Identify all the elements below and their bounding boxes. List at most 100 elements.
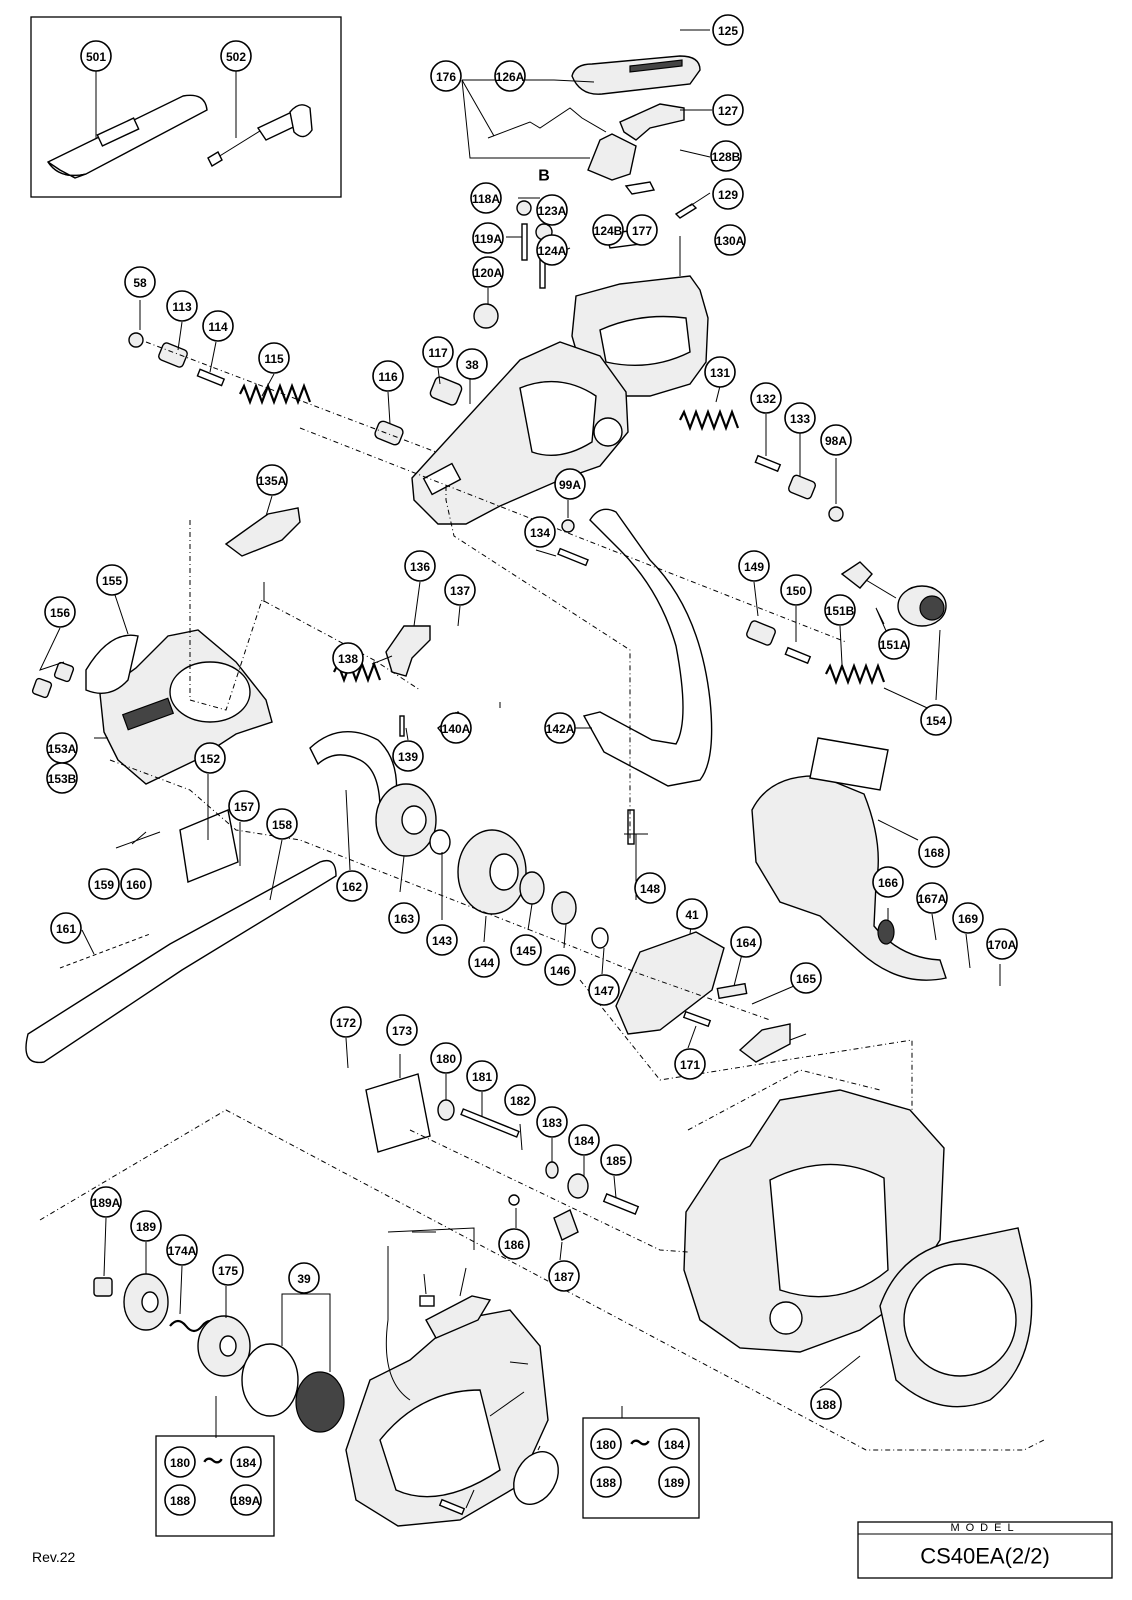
svg-text:150: 150 [786,584,806,598]
callout-161: 161 [50,912,82,944]
svg-text:165: 165 [796,972,816,986]
svg-text:131: 131 [710,366,730,380]
svg-text:137: 137 [450,584,470,598]
svg-text:98A: 98A [825,434,847,448]
callout-39: 39 [288,1262,320,1294]
guide-bar-156 [25,859,337,1064]
callout-134: 134 [524,516,556,548]
svg-text:140A: 140A [442,722,471,736]
screw-171 [508,1194,520,1206]
callout-177: 177 [626,214,658,246]
pin-167A [460,1108,520,1138]
callout-189a: 189A [90,1186,122,1218]
chain-brake-cover-148 [751,775,947,981]
kit-1-extra-189a: 189A [230,1484,262,1516]
svg-text:119A: 119A [474,232,502,246]
callout-132: 132 [750,382,782,414]
callout-133: 133 [784,402,816,434]
crankcase [683,1089,945,1353]
callout-180: 180 [430,1042,462,1074]
svg-text:145: 145 [516,944,536,958]
callout-147: 147 [588,974,620,1006]
svg-text:169: 169 [958,912,978,926]
callout-152: 152 [194,742,226,774]
guide-bar-cover-501 [46,94,208,179]
pulley-181 [123,1273,169,1331]
clutch-160 [457,829,527,915]
washer-163 [591,927,609,949]
svg-text:184: 184 [664,1438,684,1452]
kit-2-range-symbol: 〜 [630,1433,650,1455]
svg-text:120A: 120A [474,266,503,280]
callout-184: 184 [568,1124,600,1156]
callout-136: 136 [404,550,436,582]
nut-58-left [128,332,144,348]
svg-text:139: 139 [398,750,418,764]
spring-146 [877,919,895,945]
svg-text:173: 173 [392,1024,412,1038]
callout-165: 165 [790,962,822,994]
callout-146: 146 [544,954,576,986]
callout-160: 160 [120,868,152,900]
svg-text:156: 156 [50,606,70,620]
callout-174a: 174A [166,1234,198,1266]
throttle-lockout-127 [619,103,685,141]
svg-text:171: 171 [680,1058,700,1072]
callout-117: 117 [422,336,454,368]
callout-38: 38 [456,348,488,380]
svg-text:168: 168 [924,846,944,860]
model-heading: MODEL [950,1522,1019,1534]
callout-173: 173 [386,1014,418,1046]
handle-cover-126A [571,55,701,95]
svg-text:189: 189 [664,1476,684,1490]
kit-box-left [155,1435,275,1537]
kit-2-extra-189: 189 [658,1466,690,1498]
model-box: MODEL CS40EA(2/2) [857,1521,1113,1579]
callout-124a: 124A [536,234,568,266]
svg-text:133: 133 [790,412,810,426]
callout-163: 163 [388,902,420,934]
svg-text:152: 152 [200,752,220,766]
callout-123a: 123A [536,194,568,226]
svg-text:172: 172 [336,1016,356,1030]
callout-170a: 170A [986,928,1018,960]
svg-text:182: 182 [510,1094,530,1108]
callout-140a: 140A [440,712,472,744]
svg-text:189A: 189A [232,1494,261,1508]
svg-text:129: 129 [718,188,738,202]
svg-text:170A: 170A [988,938,1017,952]
screw-39 [438,1498,466,1516]
callout-145: 145 [510,934,542,966]
svg-text:41: 41 [685,908,699,922]
kit-1-range-to: 184 [230,1446,262,1478]
svg-text:158: 158 [272,818,292,832]
guide-plate-165 [365,1073,431,1153]
callout-114: 114 [202,310,234,342]
callout-118a: 118A [470,182,502,214]
svg-text:135A: 135A [258,474,287,488]
svg-text:177: 177 [632,224,652,238]
throttle-trigger-rod-176 [487,107,637,181]
svg-text:181: 181 [472,1070,492,1084]
callout-127: 127 [712,94,744,126]
svg-text:39: 39 [297,1272,311,1286]
screw-164 [682,1010,712,1028]
svg-text:115: 115 [264,352,284,366]
clip-172 [553,1209,579,1241]
svg-text:151A: 151A [880,638,909,652]
bolt-170A [602,1193,640,1215]
svg-text:184: 184 [236,1456,256,1470]
kit-2-extra-188: 188 [590,1466,622,1498]
callout-169: 169 [952,902,984,934]
callout-120a: 120A [472,256,504,288]
screw-132 [784,646,812,665]
chain-catcher-135A [224,507,301,557]
svg-text:143: 143 [432,934,452,948]
callout-501: 501 [80,40,112,72]
callout-171: 171 [674,1048,706,1080]
callout-124b: 124B [592,214,624,246]
oil-pump-145 [738,1023,791,1063]
svg-text:58: 58 [133,276,147,290]
svg-text:174A: 174A [168,1244,197,1258]
accessory-box [30,16,342,198]
